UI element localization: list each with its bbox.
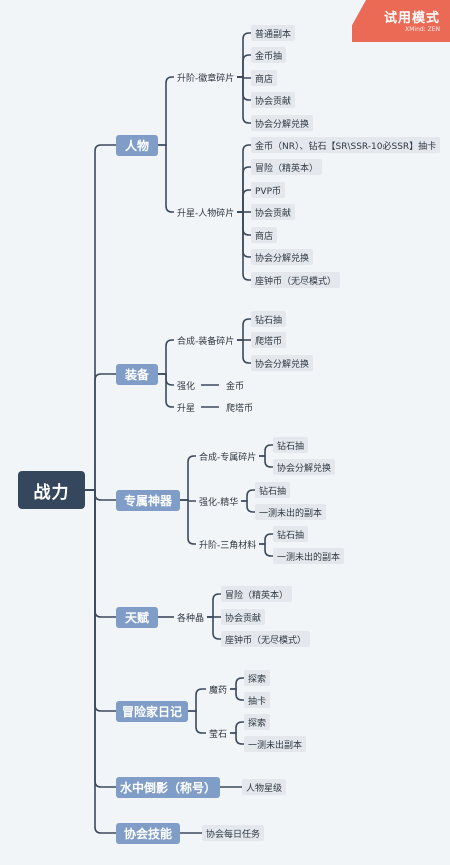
connector <box>241 500 255 513</box>
branch-topic[interactable]: 专属神器 <box>116 489 180 511</box>
connector <box>241 489 255 502</box>
connector <box>207 616 221 640</box>
leaf-item[interactable]: 协会贡献 <box>251 204 296 220</box>
leaf-item[interactable]: 协会分解兑换 <box>251 115 314 131</box>
leaf-item[interactable]: 金币（NR）、钻石【SR\SSR-10必SSR】抽卡 <box>251 137 441 153</box>
branch-topic[interactable]: 人物 <box>116 134 158 156</box>
leaf-item[interactable]: 座钟币（无尽模式） <box>251 272 341 288</box>
subtopic[interactable]: 强化-精华 <box>199 497 239 508</box>
connector <box>237 339 251 364</box>
trial-mode-label: 试用模式 <box>383 11 440 26</box>
connector <box>237 76 251 101</box>
leaf-item[interactable]: 商店 <box>251 70 278 86</box>
connector <box>85 489 116 834</box>
leaf-item[interactable]: 商店 <box>251 227 278 243</box>
leaf-item[interactable]: 协会每日任务 <box>202 825 265 841</box>
leaf-item[interactable]: 协会贡献 <box>221 609 266 625</box>
leaf-item[interactable]: 一测未出的副本 <box>255 504 327 520</box>
leaf-item[interactable]: 金币 <box>226 381 245 392</box>
leaf-item[interactable]: 一测未出副本 <box>244 736 307 752</box>
branch-topic[interactable]: 冒险家日记 <box>116 700 188 722</box>
xmind-label: XMind: ZEN <box>405 26 440 33</box>
leaf-item[interactable]: 协会分解兑换 <box>273 459 336 475</box>
connector <box>85 489 116 788</box>
connector <box>230 732 244 745</box>
connector <box>237 76 251 124</box>
connector <box>230 677 244 690</box>
subtopic[interactable]: 合成-装备碎片 <box>177 336 235 347</box>
root-topic-combat-power[interactable]: 战力 <box>18 471 85 509</box>
connector <box>85 373 116 491</box>
connector <box>85 489 116 501</box>
branch-topic[interactable]: 水中倒影（称号） <box>116 776 220 798</box>
connector <box>188 710 206 734</box>
subtopic[interactable]: 升星-人物碎片 <box>177 208 235 219</box>
leaf-item[interactable]: 探索 <box>244 670 271 686</box>
subtopic[interactable]: 强化 <box>177 381 196 392</box>
leaf-item[interactable]: 钻石抽 <box>255 482 291 498</box>
leaf-item[interactable]: 协会分解兑换 <box>251 355 314 371</box>
leaf-item[interactable]: 金币抽 <box>251 47 287 63</box>
connector <box>237 54 251 78</box>
branch-topic[interactable]: 协会技能 <box>116 822 180 844</box>
connector <box>180 499 196 545</box>
leaf-item[interactable]: 冒险（精英本） <box>221 586 293 602</box>
connector <box>188 688 206 712</box>
subtopic[interactable]: 升阶-三角材料 <box>199 540 257 551</box>
connector <box>259 533 273 545</box>
connector <box>237 318 251 341</box>
connector <box>158 373 174 408</box>
subtopic[interactable]: 升星 <box>177 403 196 414</box>
leaf-item[interactable]: 钻石抽 <box>273 526 309 542</box>
subtopic[interactable]: 魔药 <box>209 685 228 696</box>
connector <box>85 489 116 712</box>
connector <box>158 144 174 213</box>
connector <box>259 543 273 557</box>
subtopic[interactable]: 各种晶 <box>177 613 205 624</box>
subtopic[interactable]: 升阶-徽章碎片 <box>177 73 235 84</box>
leaf-item[interactable]: 抽卡 <box>244 692 271 708</box>
connector <box>237 166 251 213</box>
trial-mode-badge[interactable]: 试用模式 XMind: ZEN <box>352 0 450 42</box>
leaf-item[interactable]: 普通副本 <box>251 25 296 41</box>
leaf-item[interactable]: 协会分解兑换 <box>251 249 314 265</box>
connector <box>259 455 273 468</box>
connector <box>180 455 196 501</box>
leaf-item[interactable]: 爬塔币 <box>251 332 287 348</box>
leaf-item[interactable]: 爬塔币 <box>226 403 254 414</box>
leaf-item[interactable]: 探索 <box>244 714 271 730</box>
leaf-item[interactable]: 协会贡献 <box>251 92 296 108</box>
branch-topic[interactable]: 装备 <box>116 363 158 385</box>
connector <box>259 444 273 457</box>
connector <box>85 489 116 618</box>
leaf-item[interactable]: 冒险（精英本） <box>251 159 323 175</box>
connector <box>237 32 251 78</box>
branch-topic[interactable]: 天赋 <box>116 606 158 628</box>
connector <box>85 144 116 491</box>
leaf-item[interactable]: PVP币 <box>251 182 286 198</box>
leaf-item[interactable]: 座钟币（无尽模式） <box>221 631 311 647</box>
subtopic[interactable]: 莹石 <box>209 729 228 740</box>
connector <box>230 721 244 734</box>
connector <box>230 688 244 701</box>
leaf-item[interactable]: 钻石抽 <box>273 437 309 453</box>
connector <box>237 189 251 213</box>
connector <box>158 76 174 146</box>
leaf-item[interactable]: 钻石抽 <box>251 311 287 327</box>
connector <box>237 211 251 236</box>
leaf-item[interactable]: 人物星级 <box>242 779 287 795</box>
leaf-item[interactable]: 一测未出的副本 <box>273 548 345 564</box>
connector <box>158 339 174 375</box>
connector <box>237 144 251 213</box>
subtopic[interactable]: 合成-专属碎片 <box>199 452 257 463</box>
connector <box>207 593 221 618</box>
connector <box>237 211 251 281</box>
